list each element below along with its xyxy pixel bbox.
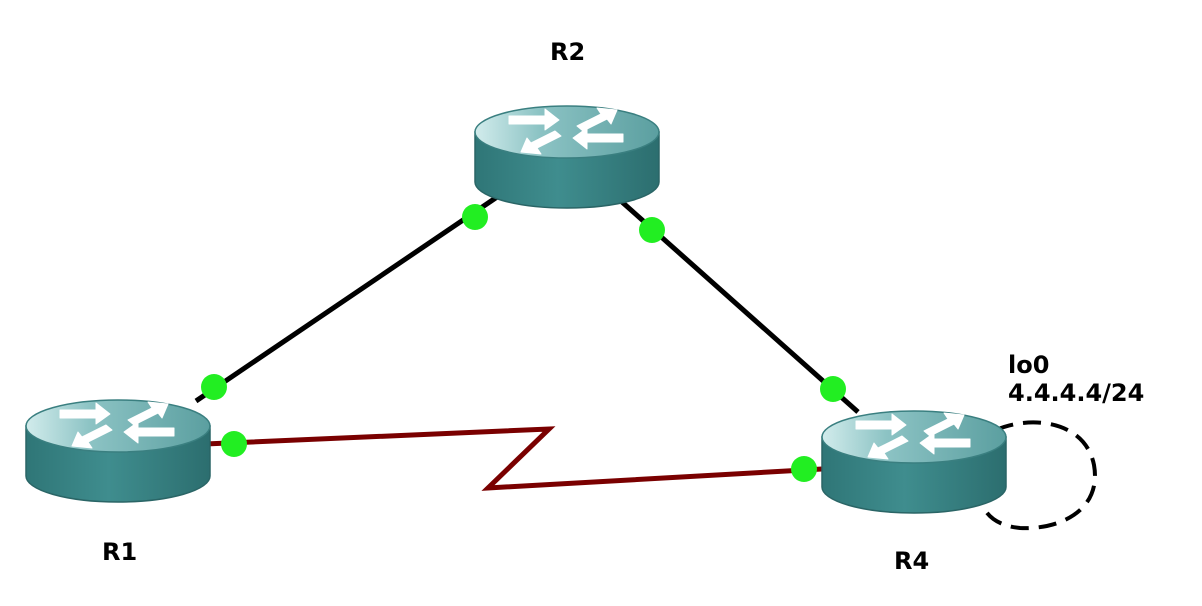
port-status-dot <box>820 376 846 402</box>
loopback-name: lo0 <box>1008 351 1050 379</box>
port-status-dot <box>201 374 227 400</box>
router-icon[interactable] <box>821 410 1007 514</box>
port-status-dot <box>639 217 665 243</box>
router-icon[interactable] <box>25 399 211 503</box>
port-status-dot <box>791 456 817 482</box>
port-status-dot <box>462 204 488 230</box>
router-label-r4: R4 <box>894 547 930 575</box>
link-r1-r2[interactable] <box>194 192 502 404</box>
loopback-address: 4.4.4.4/24 <box>1008 378 1145 407</box>
loopback-label: lo0 4.4.4.4/24 <box>1008 351 1145 407</box>
loopback-lo0-loop <box>983 420 1097 531</box>
router-label-r1: R1 <box>102 538 138 566</box>
port-status-dot <box>221 431 247 457</box>
router-icon[interactable] <box>474 105 660 209</box>
link-r1-r4-serial[interactable] <box>204 426 823 491</box>
router-label-r2: R2 <box>550 38 586 66</box>
